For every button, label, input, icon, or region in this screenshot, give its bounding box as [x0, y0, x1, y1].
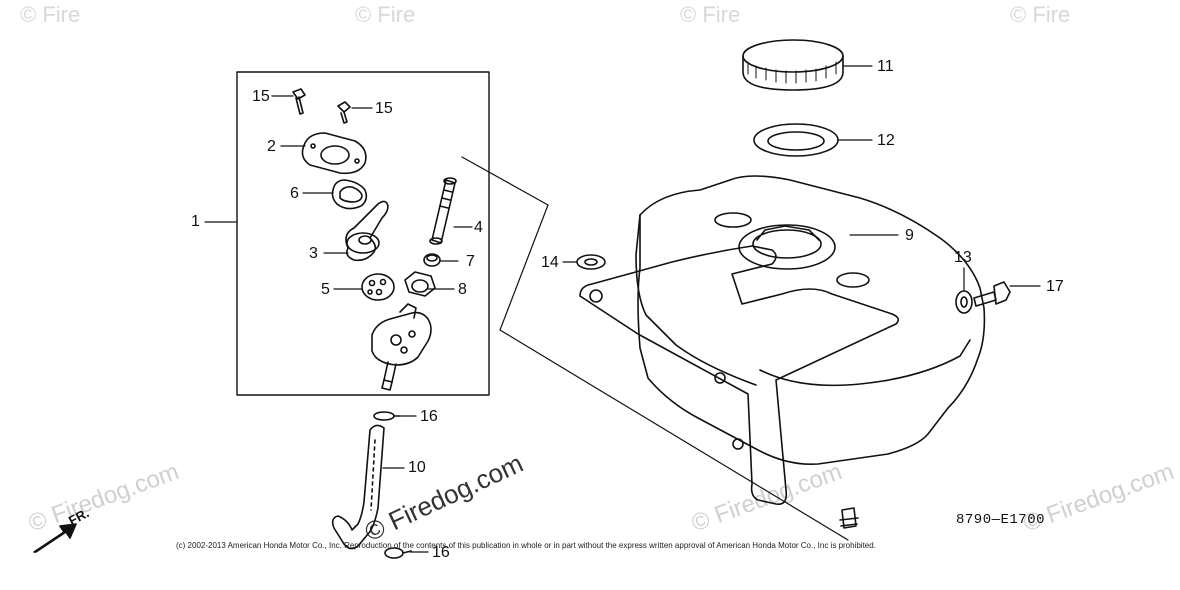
- bolt-15-left: [292, 88, 306, 115]
- callout-5: 5: [321, 281, 330, 298]
- callout-7: 7: [466, 253, 475, 270]
- callout-17: 17: [1046, 278, 1064, 295]
- watermark-top-3: © Fire: [680, 2, 741, 27]
- filter-5: [361, 273, 395, 301]
- callout-13: 13: [954, 249, 972, 266]
- callout-6: 6: [290, 185, 299, 202]
- callout-11: 11: [877, 58, 894, 75]
- callout-9: 9: [905, 227, 914, 244]
- watermark-top-1: © Fire: [20, 2, 81, 27]
- watermark-top-2: © Fire: [355, 2, 416, 27]
- callout-12: 12: [877, 132, 895, 149]
- callout-3: 3: [309, 245, 318, 262]
- drawing-code: 8790—E1700: [956, 512, 1046, 528]
- fuel-hose-10: [331, 424, 385, 550]
- tube-4: [429, 177, 457, 245]
- fuel-tank-9: [579, 175, 986, 529]
- nut-8: [404, 271, 436, 297]
- callout-16-upper: 16: [420, 408, 438, 425]
- cap-seal-12: [753, 123, 839, 157]
- oring-7: [423, 253, 441, 267]
- callout-4: 4: [474, 219, 483, 236]
- washer-14: [576, 254, 606, 270]
- clip-16-lower: [384, 547, 412, 559]
- fuel-cock-kit-frame: [236, 71, 490, 396]
- washer-13: [955, 290, 973, 314]
- front-arrow-icon: [33, 523, 77, 553]
- copyright-notice: (c) 2002-2013 American Honda Motor Co., …: [176, 541, 876, 550]
- fuel-cock-body: [371, 303, 432, 391]
- plate-2: [301, 132, 367, 175]
- callout-10: 10: [408, 459, 426, 476]
- seal-6: [331, 179, 368, 210]
- tank-cap-11: [742, 39, 844, 91]
- watermark-top-4: © Fire: [1010, 2, 1071, 27]
- strainer-3: [345, 200, 389, 262]
- callout-15-right: 15: [375, 100, 393, 117]
- bolt-17: [973, 281, 1011, 307]
- callout-16-lower: 16: [432, 544, 450, 561]
- callout-2: 2: [267, 138, 276, 155]
- callout-15-left: 15: [252, 88, 270, 105]
- callout-1: 1: [191, 213, 200, 230]
- callout-8: 8: [458, 281, 467, 298]
- bolt-15-right: [337, 101, 351, 124]
- callout-14: 14: [541, 254, 559, 271]
- clip-16-upper: [373, 411, 401, 421]
